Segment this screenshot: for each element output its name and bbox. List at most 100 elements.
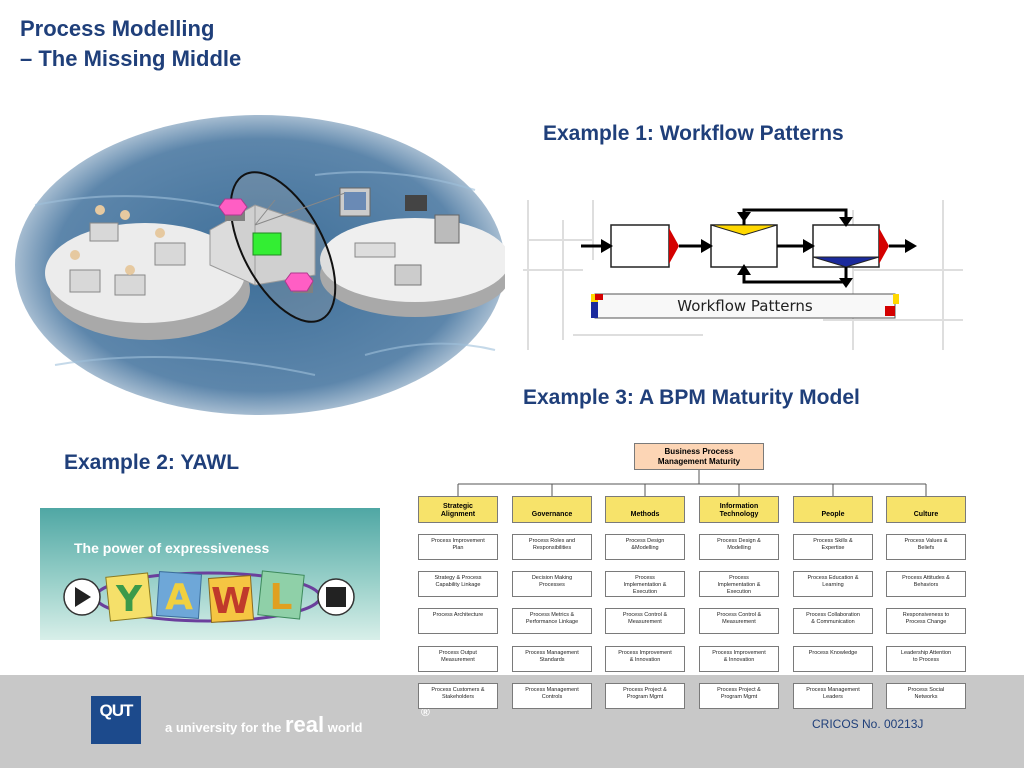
maturity-cell-line: Process Skills & — [813, 538, 853, 544]
maturity-cell-line: Decision Making — [531, 575, 573, 581]
maturity-cell: Process Metrics &Performance Linkage — [512, 608, 592, 634]
registered-mark: ® — [421, 705, 430, 719]
maturity-header-line: Alignment — [440, 511, 476, 518]
maturity-cell-line: Measurement — [441, 657, 475, 663]
maturity-cell-line: Strategy & Process — [434, 575, 482, 581]
maturity-cell-line: Measurement — [722, 619, 756, 625]
maturity-cell-line: Process Knowledge — [808, 650, 858, 656]
slide-title-line1: Process Modelling — [20, 16, 215, 41]
maturity-cell-line: Processes — [539, 582, 565, 588]
maturity-cell-line: Process Collaboration — [806, 612, 860, 618]
maturity-header-line: Technology — [719, 511, 759, 518]
stop-icon — [326, 587, 346, 607]
maturity-cell-line: Stakeholders — [441, 694, 475, 700]
maturity-cell-line: &Modelling — [631, 545, 659, 551]
maturity-cell-line: Networks — [914, 694, 938, 700]
maturity-cell-line: Behaviors — [913, 582, 939, 588]
yawl-letter-l: L — [270, 577, 293, 618]
maturity-cell-line: & Communication — [811, 619, 855, 625]
maturity-cell-line: Capability Linkage — [435, 582, 481, 588]
maturity-cell-line: Process Management — [806, 687, 860, 693]
maturity-cell-line: Process Improvement — [431, 538, 485, 544]
maturity-cell: Process Design &Modelling — [699, 534, 779, 560]
yawl-letter-a: A — [165, 577, 193, 618]
maturity-cell-line: Process Improvement — [712, 650, 766, 656]
footer-tagline: a university for the real world — [165, 712, 362, 738]
maturity-header-line: Strategic — [443, 503, 473, 510]
maturity-column-header: People — [793, 496, 873, 523]
maturity-cell: Process Improvement& Innovation — [699, 646, 779, 672]
maturity-cell: Process Values &Beliefs — [886, 534, 966, 560]
maturity-cell-line: Process Management — [525, 650, 579, 656]
tagline-prefix: a university for the — [165, 720, 282, 735]
maturity-cell-line: to Process — [913, 657, 939, 663]
maturity-cell-line: Process Project & — [717, 687, 761, 693]
maturity-connectors — [457, 470, 927, 496]
maturity-cell-line: Process Output — [439, 650, 477, 656]
yawl-letter-w: W — [211, 581, 251, 622]
cricos-number: CRICOS No. 00213J — [812, 717, 924, 731]
process-illustration — [15, 115, 505, 415]
maturity-cell-line: Process Management — [525, 687, 579, 693]
maturity-cell-line: Process Social — [907, 687, 945, 693]
maturity-cell-line: Leadership Attention — [900, 650, 952, 656]
maturity-cell: Process Attitudes &Behaviors — [886, 571, 966, 597]
maturity-cell-line: Process — [635, 575, 655, 581]
maturity-cell-line: Process Change — [905, 619, 947, 625]
maturity-cell-line: Process Customers & — [431, 687, 485, 693]
maturity-cell: Process Project &Program Mgmt — [699, 683, 779, 709]
maturity-cell-line: Responsiveness to — [902, 612, 950, 618]
maturity-cell-line: & Innovation — [723, 657, 755, 663]
yawl-letter-y: Y — [115, 579, 143, 620]
example3-heading: Example 3: A BPM Maturity Model — [523, 386, 860, 409]
maturity-cell-line: Program Mgmt — [626, 694, 664, 700]
maturity-cell: Process Control &Measurement — [605, 608, 685, 634]
yawl-logo: Y A W L — [63, 570, 355, 623]
tagline-suffix: world — [327, 720, 363, 735]
maturity-header-line: Governance — [531, 511, 573, 518]
maturity-cell: Process Architecture — [418, 608, 498, 634]
maturity-cell-line: Process Control & — [622, 612, 668, 618]
maturity-cell-line: Process Control & — [716, 612, 762, 618]
maturity-cell-line: Process Design & — [717, 538, 761, 544]
maturity-cell-line: Process Metrics & — [529, 612, 575, 618]
maturity-cell-line: & Innovation — [629, 657, 661, 663]
maturity-column-header: Methods — [605, 496, 685, 523]
play-icon — [75, 587, 91, 607]
maturity-column-header: Governance — [512, 496, 592, 523]
maturity-cell-line: Performance Linkage — [525, 619, 579, 625]
maturity-cell-line: Process Values & — [904, 538, 948, 544]
maturity-header-line: People — [821, 511, 845, 518]
tagline-real: real — [284, 712, 325, 737]
maturity-cell-line: Plan — [452, 545, 464, 551]
workflow-banner-label: Workflow Patterns — [677, 297, 813, 315]
maturity-cell-line: Standards — [539, 657, 565, 663]
maturity-cell-line: Controls — [541, 694, 563, 700]
qut-logo: QUT — [91, 696, 141, 744]
example1-heading: Example 1: Workflow Patterns — [543, 122, 844, 145]
maturity-cell: Process Collaboration& Communication — [793, 608, 873, 634]
maturity-cell-line: Process Design — [625, 538, 665, 544]
maturity-root-line2: Management Maturity — [657, 457, 741, 466]
maturity-cell: Process Customers &Stakeholders — [418, 683, 498, 709]
maturity-cell-line: Implementation & — [623, 582, 667, 588]
maturity-cell-line: Modelling — [727, 545, 751, 551]
maturity-cell-line: Execution — [726, 589, 752, 595]
maturity-cell-line: Beliefs — [917, 545, 935, 551]
maturity-cell: Process Improvement& Innovation — [605, 646, 685, 672]
maturity-cell-line: Program Mgmt — [720, 694, 758, 700]
slide-title: Process Modelling – The Missing Middle — [20, 14, 241, 74]
maturity-cell-line: Expertise — [821, 545, 845, 551]
